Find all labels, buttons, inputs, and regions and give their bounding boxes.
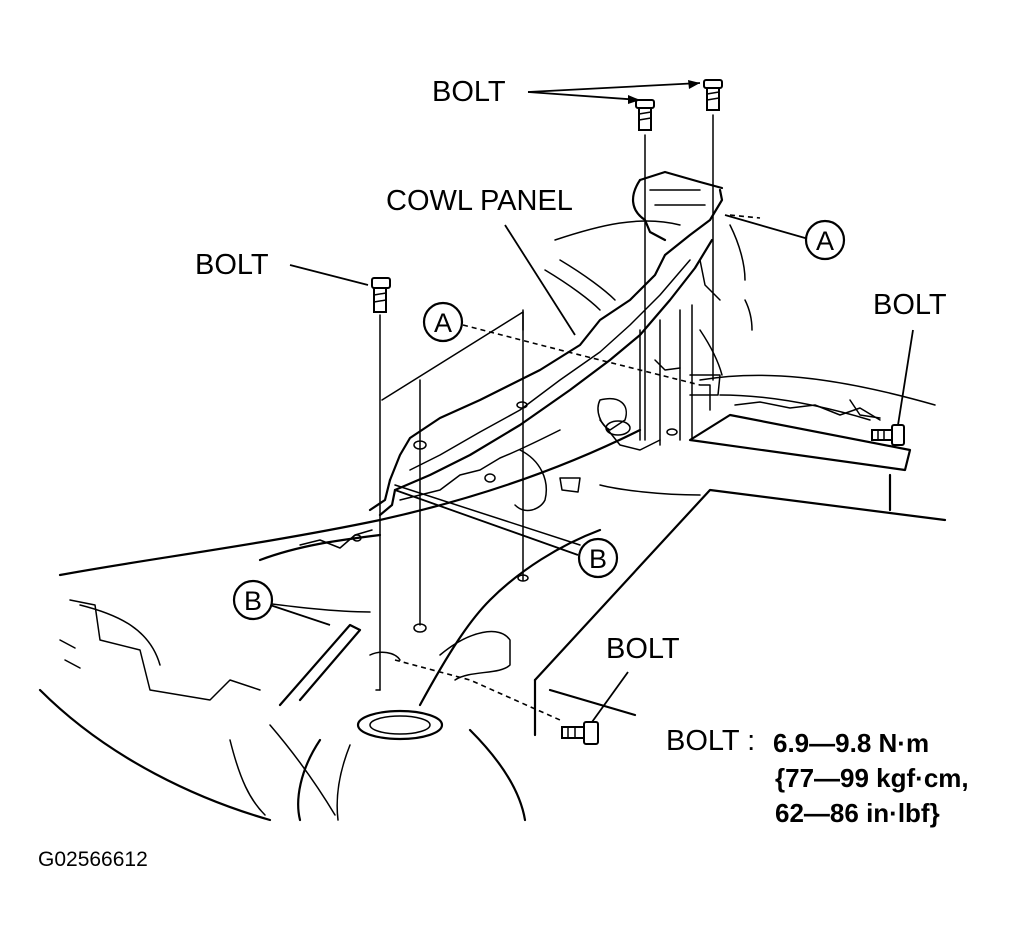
callout-b-right-letter: B	[589, 544, 607, 574]
bolt-bottom-label: BOLT	[606, 633, 680, 665]
bolt-left-label: BOLT	[195, 249, 269, 281]
torque-line-1: 6.9—9.8 N·m	[773, 728, 929, 758]
bolt-top-left	[635, 99, 655, 131]
label-leaders	[269, 80, 914, 723]
bolt-guide-lines	[375, 114, 714, 691]
bolt-top-label: BOLT	[432, 76, 506, 108]
callout-a-mid: A	[422, 301, 464, 343]
bolt-bottom	[561, 721, 599, 745]
torque-prefix: BOLT :	[666, 725, 755, 757]
bolt-left	[371, 277, 391, 313]
bolt-top-right	[703, 79, 723, 111]
vehicle-body-outline	[38, 220, 947, 822]
callout-b-right: B	[577, 537, 619, 579]
dashed-leaders	[394, 214, 761, 721]
callout-a-mid-letter: A	[434, 308, 452, 338]
callout-b-left: B	[232, 579, 274, 621]
cowl-panel-label: COWL PANEL	[386, 185, 573, 217]
figure-code: G02566612	[38, 848, 148, 871]
torque-spec: BOLT : 6.9—9.8 N·m {77—99 kgf·cm, 62—86 …	[666, 725, 969, 828]
bolt-right-label: BOLT	[873, 289, 947, 321]
bolt-right	[871, 424, 905, 446]
callout-a-top: A	[804, 219, 846, 261]
torque-line-3: 62—86 in·lbf}	[775, 798, 940, 828]
callout-b-left-letter: B	[244, 586, 262, 616]
callout-a-top-letter: A	[816, 226, 834, 256]
cowl-panel	[352, 170, 724, 542]
torque-line-2: {77—99 kgf·cm,	[775, 763, 969, 793]
